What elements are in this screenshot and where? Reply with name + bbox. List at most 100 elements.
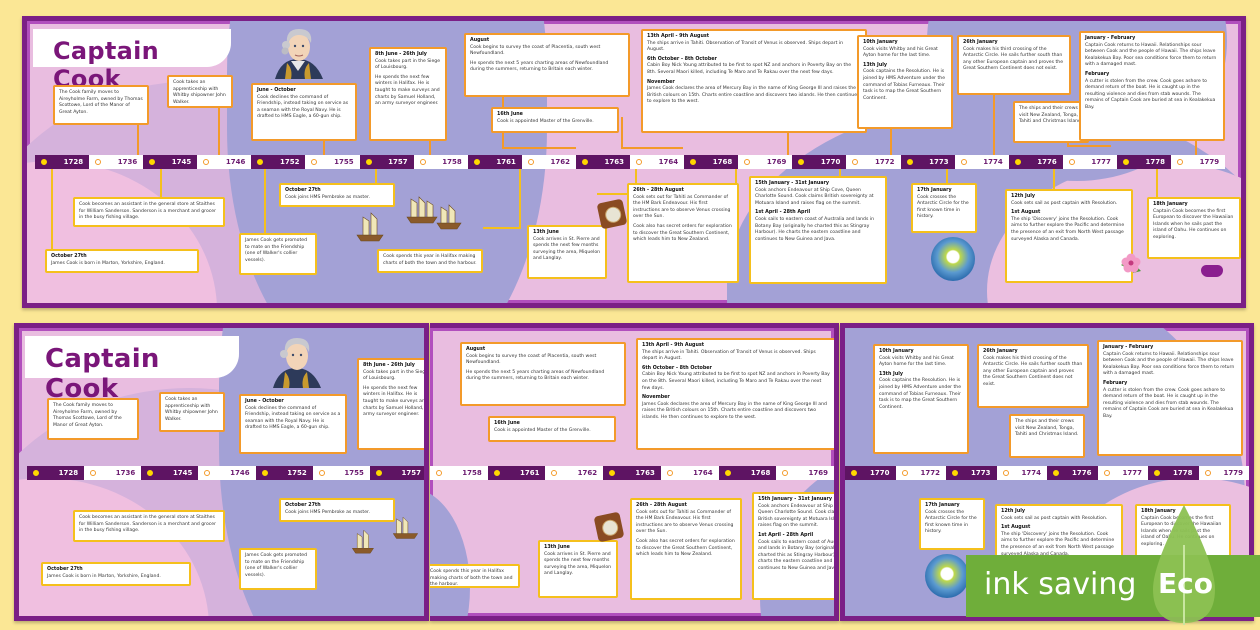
connector-1776	[1053, 169, 1055, 191]
bg-shape-blue	[430, 488, 470, 616]
connector-1764	[621, 117, 623, 147]
dot-icon	[41, 159, 47, 165]
connector-1763	[635, 169, 637, 195]
event-card-1728: October 27th James Cook is born in Marto…	[45, 249, 199, 273]
timeline-year-1776: 1776	[1047, 466, 1098, 480]
event-card-1773: 17th January Cook crosses the Antarctic …	[911, 183, 977, 233]
timeline-year-1772: 1772	[846, 155, 901, 169]
timeline-year-1768: 1768	[684, 155, 739, 169]
event-card-1778: 18th January Captain Cook becomes the fi…	[1147, 197, 1241, 259]
dot-icon	[952, 470, 958, 476]
event-card-1757: October 27th Cook joins HMS Pembroke as …	[279, 183, 395, 207]
event-card-1772: 10th January Cook visits Whitby and his …	[857, 35, 953, 129]
connector-1761	[519, 169, 521, 229]
connector-1762-h	[502, 147, 576, 149]
dot-icon	[311, 159, 318, 165]
dot-icon	[581, 159, 588, 165]
event-card-1774: 26th January Cook makes his third crossi…	[957, 35, 1071, 95]
event-card-1746: Cook takes an apprenticeship with Whitby…	[167, 75, 233, 108]
connector-1764-h	[621, 147, 683, 149]
poster-full: Captain Cook	[22, 16, 1246, 308]
dot-icon	[419, 159, 426, 165]
timeline-year-1777: 1777	[1097, 466, 1148, 480]
timeline-bar-right: 1770 1772 1773 1774 1776 1777 1778 1779	[845, 466, 1249, 480]
timeline-year-1776: 1776	[1008, 155, 1063, 169]
timeline-year-1745: 1745	[141, 466, 199, 480]
connector-1745	[160, 169, 162, 199]
connector-1778	[1156, 169, 1158, 199]
event-card-1736: The Cook family moves to Aireyholme Farm…	[53, 85, 149, 125]
sailing-ships-icon	[351, 516, 419, 554]
dot-icon	[1154, 470, 1160, 476]
connector-1772	[890, 127, 892, 155]
event-card-1762: August Cook begins to survey the coast o…	[464, 33, 630, 97]
dot-icon	[318, 470, 325, 476]
event-card-1763: 13th June Cook arrives in St. Pierre and…	[527, 225, 607, 279]
connector-1736	[137, 119, 139, 155]
timeline-year-1755: 1755	[312, 466, 370, 480]
timeline-year-1774: 1774	[996, 466, 1047, 480]
event-card-1761: Cook spends this year in Halifax making …	[377, 249, 483, 273]
timeline-year-1779: 1779	[1170, 155, 1226, 169]
dot-icon	[203, 159, 210, 165]
dot-icon	[95, 159, 102, 165]
timeline-year-1728: 1728	[35, 155, 90, 169]
dot-icon	[1122, 159, 1129, 165]
dot-icon	[851, 470, 857, 476]
dot-icon	[690, 159, 697, 165]
connector-1757	[375, 169, 377, 185]
connector-1755	[323, 139, 325, 155]
dot-icon	[798, 159, 805, 165]
dot-icon	[901, 470, 908, 476]
dot-icon	[147, 470, 154, 476]
event-card-1769: 13th April - 9th August The ships arrive…	[641, 29, 867, 133]
timeline-year-1755: 1755	[305, 155, 360, 169]
timeline-year-1769: 1769	[738, 155, 793, 169]
dot-icon	[204, 470, 211, 476]
event-card-1777: The ships and their crews visit New Zeal…	[1013, 101, 1089, 143]
timeline-year-1764: 1764	[630, 155, 685, 169]
panel-left-inner: Captain Cook The Cook family moves to Ai…	[19, 328, 424, 616]
dot-icon	[436, 470, 442, 476]
title-box: Captain Cook	[25, 336, 239, 404]
connector-1779	[1195, 133, 1197, 155]
timeline-year-1761: 1761	[467, 155, 522, 169]
timeline-year-1764: 1764	[660, 466, 719, 480]
connector-1761-h	[483, 227, 521, 229]
timeline-year-1761: 1761	[487, 466, 546, 480]
leaf-drop-icon	[1153, 505, 1215, 625]
dot-icon	[1053, 470, 1059, 476]
timeline-year-1763: 1763	[603, 466, 661, 480]
dot-icon	[724, 470, 731, 476]
dot-icon	[1103, 470, 1110, 476]
connector-1752	[264, 169, 266, 235]
event-card-1736: The Cook family moves to Aireyholme Farm…	[47, 398, 139, 440]
event-card-1770: 15th January - 31st January Cook anchors…	[749, 176, 887, 284]
event-card-1746: Cook takes an apprenticeship with Whitby…	[159, 392, 225, 432]
eco-badge-text: ink saving	[984, 567, 1137, 602]
dot-icon	[1068, 159, 1075, 165]
dot-icon	[257, 159, 264, 165]
connector-1768	[735, 169, 737, 185]
timeline-year-1752: 1752	[255, 466, 313, 480]
connector-1758	[429, 137, 431, 155]
timeline-year-1779: 1779	[1198, 466, 1249, 480]
title-box: Captain Cook	[33, 29, 231, 93]
timeline-year-1746: 1746	[198, 466, 256, 480]
dot-icon	[90, 470, 97, 476]
timeline-bar: 1728 1736 1745 1746 1752 1755 1757 1758 …	[35, 155, 1226, 169]
event-card-1752: James Cook gets promoted to mate on the …	[239, 548, 317, 590]
timeline-year-1777: 1777	[1062, 155, 1117, 169]
dot-icon	[906, 159, 913, 165]
event-card-1758: 8th June - 26th July Cook takes part in …	[369, 47, 447, 141]
timeline-year-1763: 1763	[575, 155, 631, 169]
